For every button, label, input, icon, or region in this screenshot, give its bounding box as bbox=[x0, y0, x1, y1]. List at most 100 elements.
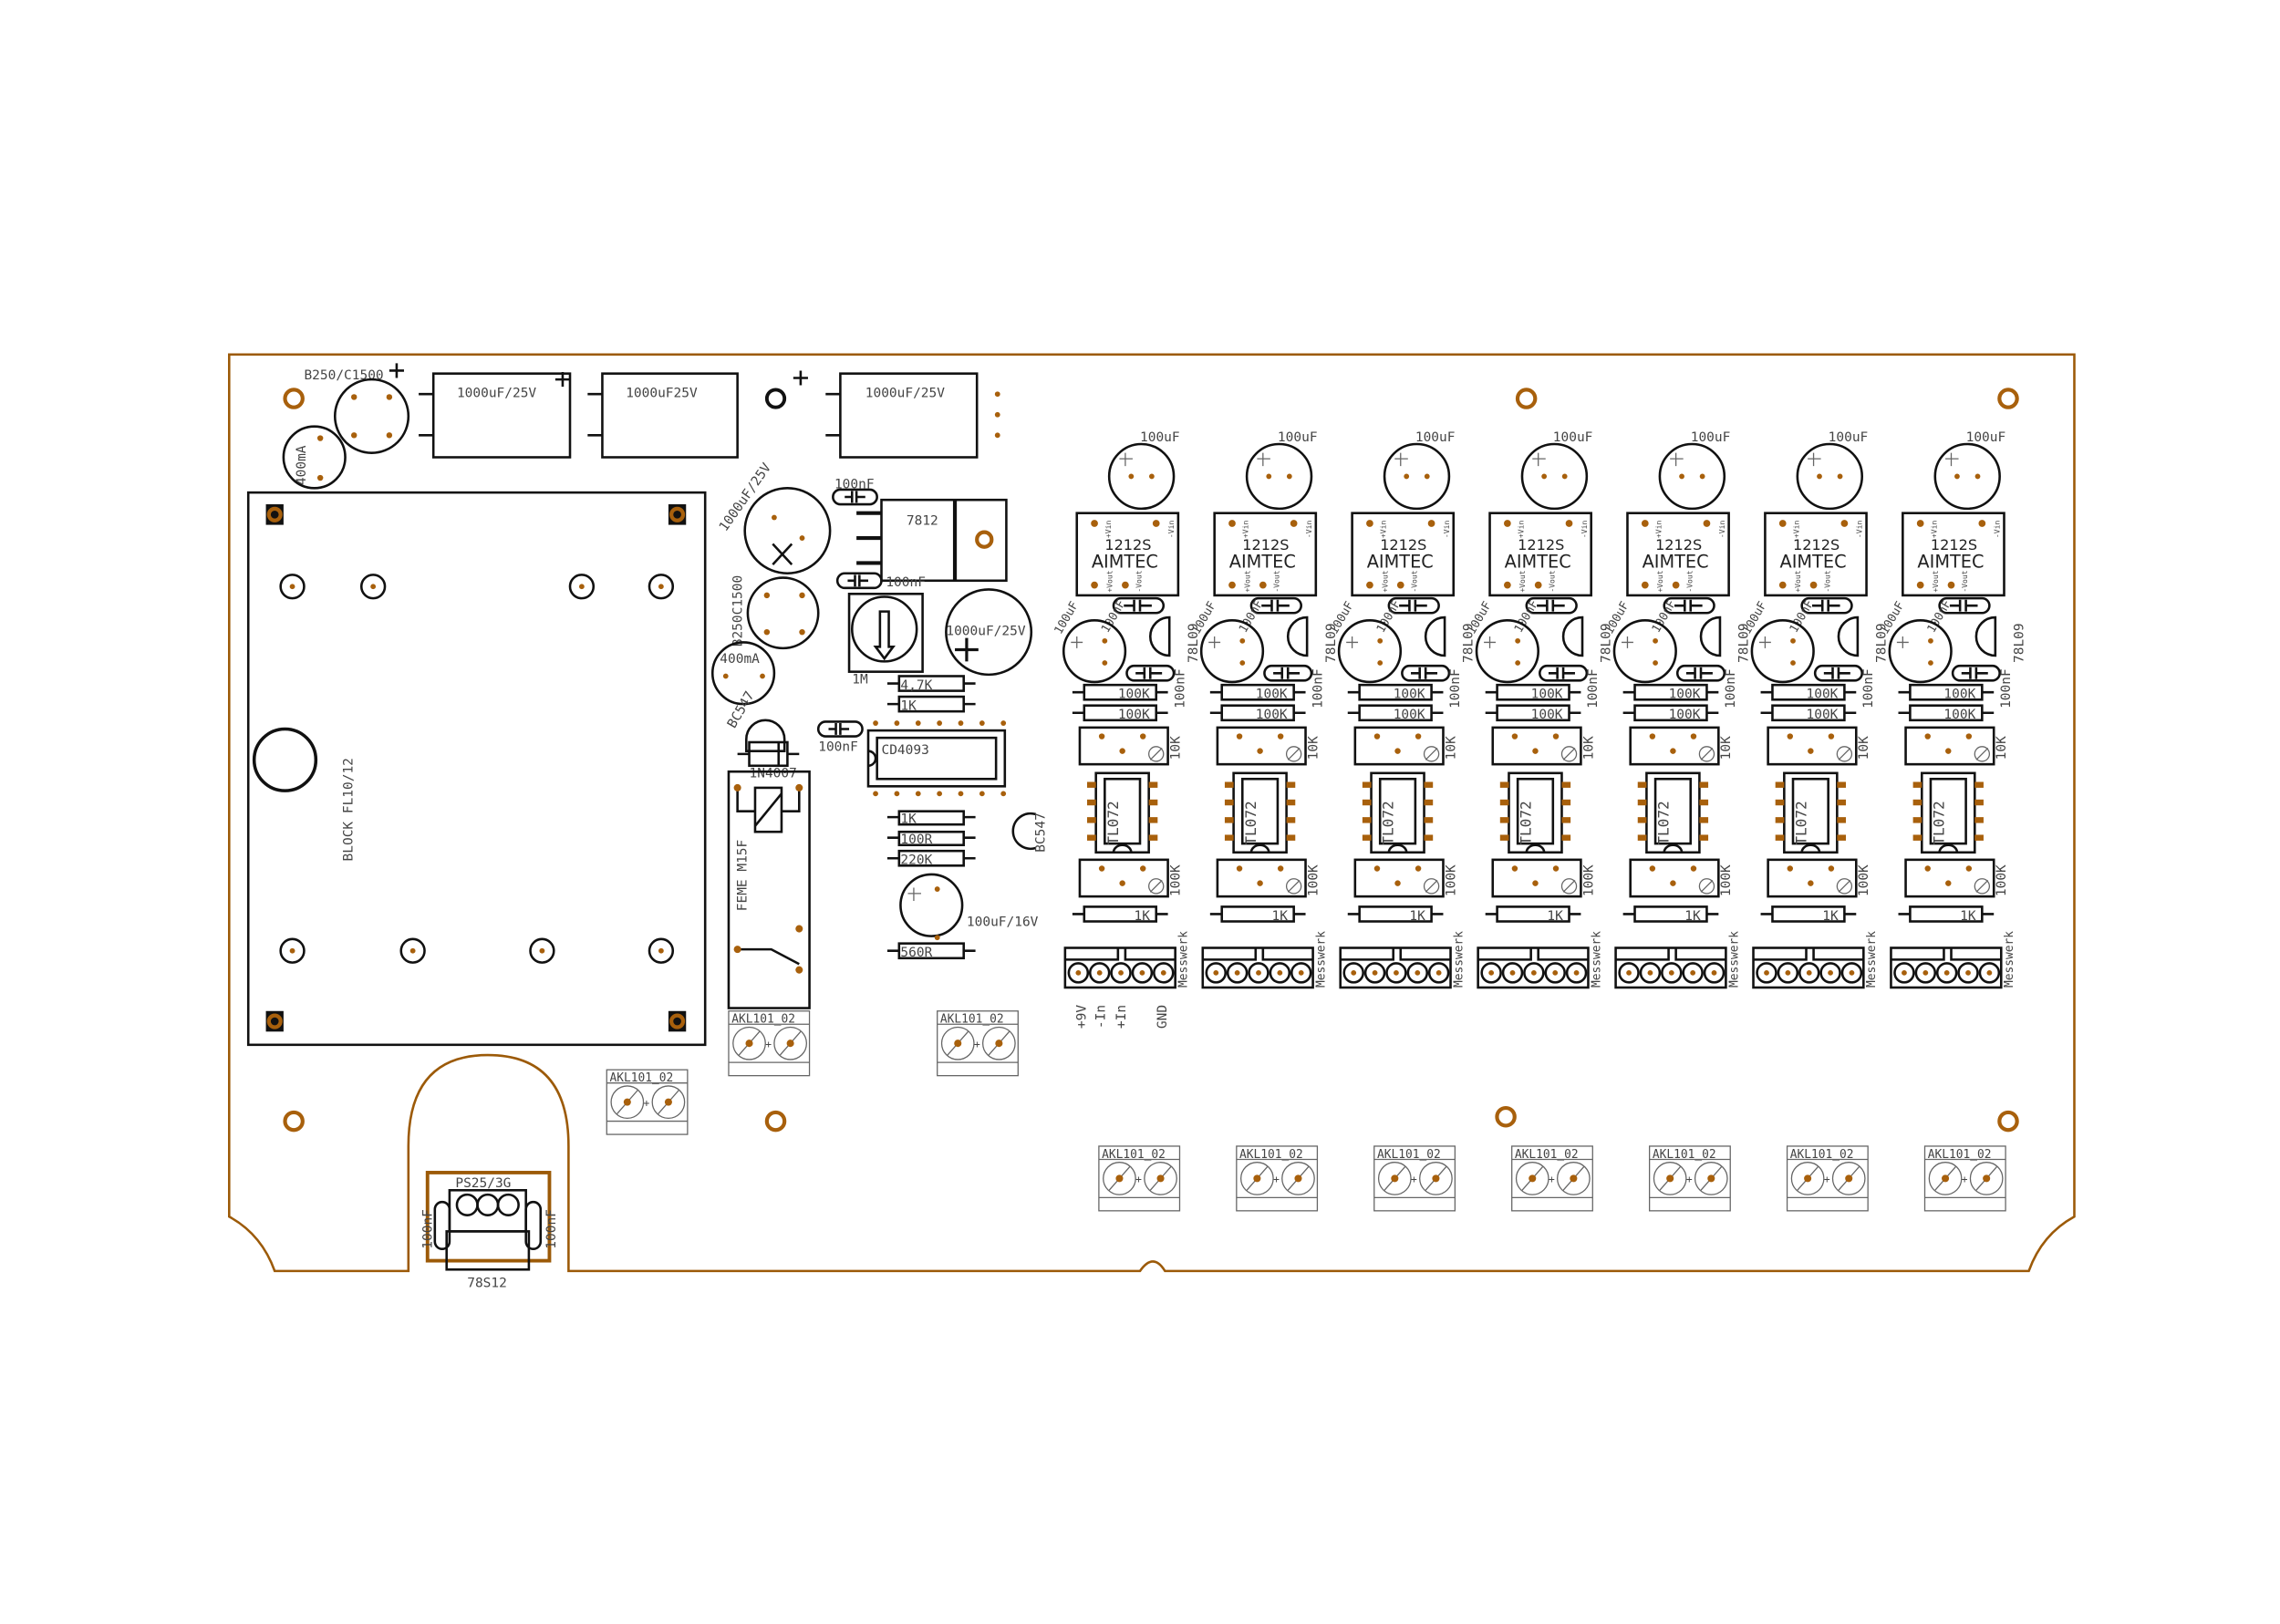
svg-text:100uF: 100uF bbox=[1465, 599, 1494, 636]
svg-text:100uF: 100uF bbox=[1602, 599, 1632, 636]
svg-text:100K: 100K bbox=[1943, 688, 1975, 702]
svg-text:10K: 10K bbox=[1995, 736, 2009, 760]
svg-text:10K: 10K bbox=[1581, 736, 1596, 760]
svg-text:+Vout: +Vout bbox=[1794, 570, 1802, 592]
svg-text:100nF: 100nF bbox=[1173, 668, 1187, 709]
bridge-rectifier-2: B250C1500 bbox=[731, 575, 820, 650]
terminal-block-channel-5[interactable]: AKL101_02+ bbox=[1648, 1145, 1731, 1212]
svg-text:100K: 100K bbox=[1669, 688, 1701, 702]
svg-text:BC547: BC547 bbox=[1033, 812, 1048, 853]
svg-text:100nF: 100nF bbox=[1311, 668, 1325, 709]
trimmer bbox=[1629, 726, 1720, 766]
svg-text:TL072: TL072 bbox=[1930, 801, 1947, 844]
terminal-block-relay[interactable]: AKL101_02+ bbox=[728, 1010, 811, 1077]
capacitor-100nf-a: 100nF bbox=[832, 477, 878, 506]
messwerk-connector bbox=[1614, 946, 1727, 989]
ps25-connector: PS25/3G 100nF 100nF 78S12 bbox=[421, 1171, 559, 1291]
svg-text:Messwerk: Messwerk bbox=[1865, 931, 1879, 988]
svg-text:Messwerk: Messwerk bbox=[1314, 931, 1328, 988]
svg-text:100nF: 100nF bbox=[1861, 668, 1876, 709]
channel-2: 100uF+Vin-Vin+Vout-Vout1212SAIMTEC100nF1… bbox=[1189, 430, 1339, 989]
svg-text:-In: -In bbox=[1093, 1005, 1108, 1029]
svg-text:100nF: 100nF bbox=[818, 740, 858, 755]
capacitor-100nf-b: 100nF bbox=[835, 572, 926, 590]
svg-text:AIMTEC: AIMTEC bbox=[1505, 551, 1571, 572]
svg-text:-Vout: -Vout bbox=[1548, 570, 1556, 592]
terminal-block-channel-1[interactable]: AKL101_02+ bbox=[1098, 1145, 1181, 1212]
svg-text:-Vin: -Vin bbox=[1580, 521, 1589, 539]
transformer: BLOCK FL10/12 bbox=[246, 491, 707, 1047]
trimmer bbox=[1353, 858, 1445, 898]
svg-text:100nF: 100nF bbox=[1650, 598, 1679, 636]
capacitor-100uf-16v: 100uF/16V bbox=[899, 873, 1039, 941]
svg-text:100uF/16V: 100uF/16V bbox=[967, 915, 1039, 929]
svg-text:1212S: 1212S bbox=[1793, 536, 1840, 553]
trimmer bbox=[1078, 726, 1169, 766]
resistor-4k7: 4,7K bbox=[886, 675, 976, 693]
svg-text:-Vin: -Vin bbox=[1443, 521, 1451, 539]
svg-text:AIMTEC: AIMTEC bbox=[1780, 551, 1847, 572]
svg-text:+: + bbox=[1411, 1174, 1417, 1185]
svg-text:100nF: 100nF bbox=[1999, 668, 2014, 709]
svg-text:+: + bbox=[974, 1039, 980, 1050]
svg-text:+: + bbox=[1824, 1174, 1830, 1185]
svg-text:1K: 1K bbox=[900, 812, 917, 827]
terminal-block-channel-4[interactable]: AKL101_02+ bbox=[1511, 1145, 1593, 1212]
svg-text:100uF: 100uF bbox=[1415, 430, 1456, 445]
trimmer bbox=[1216, 858, 1307, 898]
terminal-block-channel-2[interactable]: AKL101_02+ bbox=[1236, 1145, 1319, 1212]
svg-text:7812: 7812 bbox=[907, 514, 938, 529]
svg-text:78L09: 78L09 bbox=[1462, 623, 1477, 663]
terminal-block-channel-3[interactable]: AKL101_02+ bbox=[1373, 1145, 1456, 1212]
svg-text:400mA: 400mA bbox=[720, 652, 760, 667]
resistor-1k: 1K bbox=[886, 695, 976, 714]
svg-text:-Vout: -Vout bbox=[1823, 570, 1831, 592]
terminal-block-channel-6[interactable]: AKL101_02+ bbox=[1786, 1145, 1869, 1212]
terminal-block-input[interactable]: AKL101_02+ bbox=[606, 1069, 689, 1135]
messwerk-connector bbox=[1063, 946, 1176, 989]
svg-text:Messwerk: Messwerk bbox=[2003, 931, 2016, 988]
svg-text:100nF: 100nF bbox=[1788, 598, 1817, 636]
svg-text:400mA: 400mA bbox=[295, 445, 309, 485]
pin-labels: +9V -In +In GND bbox=[1074, 1005, 1170, 1029]
svg-text:+Vout: +Vout bbox=[1381, 570, 1389, 592]
svg-text:78L09: 78L09 bbox=[1600, 623, 1614, 663]
svg-text:-Vout: -Vout bbox=[1685, 570, 1694, 592]
svg-text:+: + bbox=[1962, 1174, 1968, 1185]
resistor-220k: 220K bbox=[886, 849, 976, 868]
channel-6: 100uF+Vin-Vin+Vout-Vout1212SAIMTEC100nF1… bbox=[1740, 430, 1889, 989]
trimmer bbox=[1491, 858, 1582, 898]
trimmer-1m: 1M bbox=[847, 593, 924, 688]
svg-text:B250/C1500: B250/C1500 bbox=[304, 368, 383, 383]
svg-text:+9V: +9V bbox=[1074, 1005, 1089, 1029]
svg-text:100nF: 100nF bbox=[1586, 668, 1601, 709]
svg-text:-Vin: -Vin bbox=[1167, 521, 1176, 539]
trimmer bbox=[1353, 726, 1445, 766]
svg-text:100K: 100K bbox=[1531, 688, 1563, 702]
svg-text:100K: 100K bbox=[1256, 688, 1288, 702]
svg-text:AIMTEC: AIMTEC bbox=[1092, 551, 1158, 572]
messwerk-connector bbox=[1477, 946, 1590, 989]
svg-text:AKL101_02: AKL101_02 bbox=[1102, 1148, 1166, 1162]
svg-text:100K: 100K bbox=[1531, 708, 1563, 722]
svg-text:100uF: 100uF bbox=[1278, 430, 1318, 445]
dc-dc-module bbox=[1075, 512, 1180, 597]
terminal-block-supply[interactable]: AKL101_02+ bbox=[937, 1010, 1019, 1077]
svg-text:GND: GND bbox=[1156, 1005, 1170, 1029]
svg-text:-Vin: -Vin bbox=[1856, 521, 1864, 539]
capacitor-2: 1000uF25V bbox=[587, 372, 739, 459]
svg-text:100uF: 100uF bbox=[1878, 599, 1907, 636]
terminal-block-channel-7[interactable]: AKL101_02 + bbox=[1923, 1145, 2006, 1212]
svg-text:TL072: TL072 bbox=[1380, 801, 1397, 844]
board-outline bbox=[228, 353, 2076, 1273]
svg-text:1K: 1K bbox=[900, 699, 917, 714]
svg-text:1K: 1K bbox=[1822, 909, 1839, 924]
diode-1n4007: 1N4007 bbox=[737, 740, 800, 781]
svg-text:Messwerk: Messwerk bbox=[1452, 931, 1466, 988]
svg-text:1212S: 1212S bbox=[1380, 536, 1426, 553]
svg-text:100nF: 100nF bbox=[544, 1209, 559, 1249]
capacitor-big-2: 1000uF/25V bbox=[945, 588, 1033, 677]
svg-text:+: + bbox=[1273, 1174, 1280, 1185]
svg-text:AKL101_02: AKL101_02 bbox=[1928, 1148, 1992, 1162]
